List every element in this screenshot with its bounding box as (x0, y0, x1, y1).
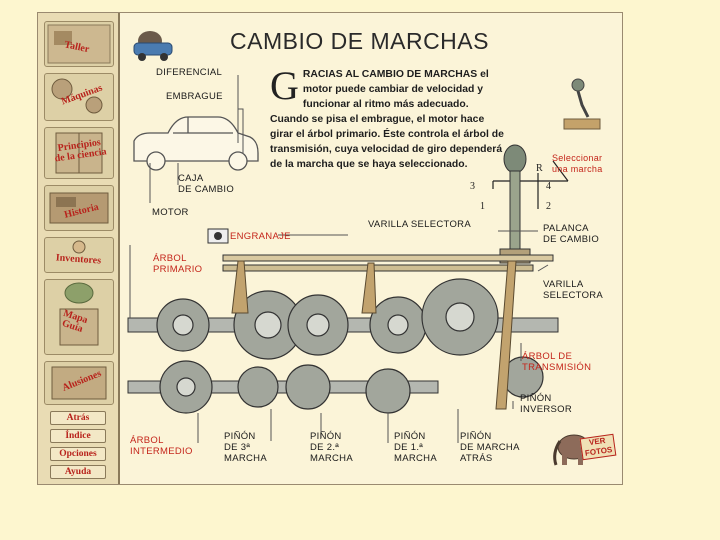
gear-shift-icon (564, 79, 600, 129)
label-motor: MOTOR (152, 207, 189, 218)
label-pinon-3: PIÑÓN DE 3ª MARCHA (224, 431, 267, 464)
camera-icon (208, 229, 228, 243)
label-arbol-primario[interactable]: ÁRBOL PRIMARIO (153, 253, 202, 275)
intro-dropcap: G (270, 69, 299, 103)
logo-car-icon (134, 31, 172, 61)
label-pinon-inversor: PIÑÓN INVERSOR (520, 393, 572, 415)
page-title: CAMBIO DE MARCHAS (230, 28, 489, 55)
label-varilla-selectora-right: VARILLA SELECTORA (543, 279, 603, 301)
gear-number-4: 4 (546, 181, 551, 192)
label-diferencial: DIFERENCIAL (156, 67, 222, 78)
label-palanca-de-cambio: PALANCA DE CAMBIO (543, 223, 599, 245)
label-engranaje[interactable]: ENGRANAJE (230, 231, 291, 242)
label-pinon-1: PIÑÓN DE 1.ª MARCHA (394, 431, 437, 464)
gear-number-3: 3 (470, 181, 475, 192)
gear-number-2: 2 (546, 201, 551, 212)
label-caja-de-cambio: CAJA DE CAMBIO (178, 173, 234, 195)
gear-row-top (157, 279, 543, 397)
gear-number-1: 1 (480, 201, 485, 212)
label-varilla-selectora-top: VARILLA SELECTORA (368, 219, 471, 230)
intro-text: RACIAS AL CAMBIO DE MARCHAS el motor pue… (270, 69, 504, 170)
intro-paragraph: G RACIAS AL CAMBIO DE MARCHAS el motor p… (270, 67, 510, 172)
label-arbol-intermedio[interactable]: ÁRBOL INTERMEDIO (130, 435, 193, 457)
link-seleccionar-marcha[interactable]: Seleccionar una marcha (552, 153, 603, 175)
label-arbol-de-transmision[interactable]: ÁRBOL DE TRANSMISIÓN (522, 351, 591, 373)
label-embrague: EMBRAGUE (166, 91, 223, 102)
car-outline-icon (134, 117, 258, 170)
label-pinon-2: PIÑÓN DE 2.ª MARCHA (310, 431, 353, 464)
gear-number-r: R (536, 163, 543, 174)
label-pinon-atras: PIÑÓN DE MARCHA ATRÁS (460, 431, 520, 464)
ver-fotos-button[interactable]: VER FOTOS (580, 434, 617, 461)
content-frame: Taller Máquinas Principios de la ciencia… (37, 12, 623, 485)
